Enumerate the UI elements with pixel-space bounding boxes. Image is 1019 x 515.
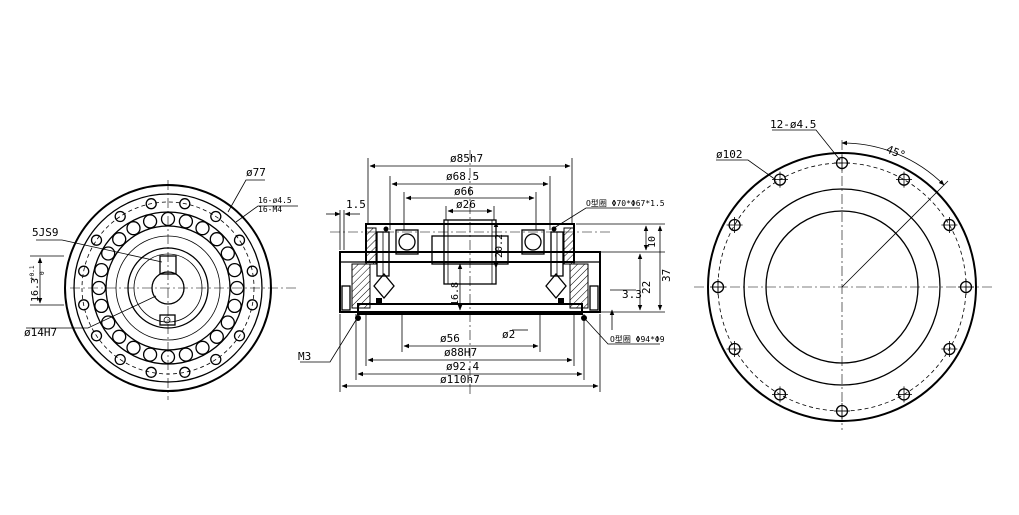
right-dia-label: ø102 xyxy=(716,148,743,161)
bolt-hole xyxy=(90,234,103,246)
bolt-hole xyxy=(246,299,258,311)
dim-d88: ø88H7 xyxy=(444,346,477,359)
roller xyxy=(178,214,194,229)
roller xyxy=(227,298,242,314)
middle-section-view: ø85h7 ø68.5 ø66 ø26 1.5 O型圈 Φ70*Φ67*1.5 … xyxy=(298,150,673,395)
bolt-hole xyxy=(145,198,157,210)
roller xyxy=(229,280,245,296)
roller xyxy=(142,347,158,362)
bolt-hole xyxy=(179,198,191,210)
dim-h202: 20.2 xyxy=(494,234,505,258)
m3-label: M3 xyxy=(298,350,311,363)
right-holes-label: 12-ø4.5 xyxy=(770,118,816,131)
key-tol-lower: 0 xyxy=(39,271,46,275)
oring-top-label: O型圈 Φ70*Φ67*1.5 xyxy=(586,199,665,208)
roller xyxy=(160,349,176,365)
dim-w15: 1.5 xyxy=(346,198,366,211)
bolt-hole xyxy=(78,299,90,311)
roller xyxy=(101,315,116,330)
bolt-hole xyxy=(78,265,90,277)
dim-d924: ø92.4 xyxy=(446,360,479,373)
bore-label: ø14H7 xyxy=(24,326,57,339)
bolt-hole xyxy=(233,330,246,342)
dim-d68: ø68.5 xyxy=(446,170,479,183)
dim-d56: ø56 xyxy=(440,332,460,345)
roller xyxy=(91,280,107,296)
dim-h33: 3.3 xyxy=(622,288,642,301)
dim-h37: 37 xyxy=(660,269,673,282)
roller xyxy=(101,246,116,261)
roller xyxy=(94,262,109,278)
roller xyxy=(126,221,141,236)
bolt-hole xyxy=(210,210,222,223)
bolt-hole xyxy=(114,353,126,366)
bolt-hole xyxy=(246,265,258,277)
roller xyxy=(227,262,242,278)
roller xyxy=(195,340,210,355)
oring-bottom-label: O型圈 Φ94*Φ9 xyxy=(610,335,665,344)
dim-h168: 16.8 xyxy=(450,282,461,306)
roller xyxy=(112,232,127,247)
dim-d110: ø110h7 xyxy=(440,373,480,386)
roller xyxy=(126,340,141,355)
bolt-hole xyxy=(114,210,126,223)
roller xyxy=(209,232,224,247)
dim-h10: 10 xyxy=(647,236,658,248)
angle-label: 45° xyxy=(884,143,907,162)
roller xyxy=(94,298,109,314)
bolt-hole xyxy=(145,366,157,378)
roller xyxy=(112,329,127,344)
roller xyxy=(220,246,235,261)
dim-d26: ø26 xyxy=(456,198,476,211)
dim-h22: 22 xyxy=(640,281,653,294)
holes-b-label: 16-M4 xyxy=(258,205,282,214)
left-front-view: ø77 16-ø4.5 16-M4 5JS9 16.3 +0.1 0 ø14H7 xyxy=(24,166,298,400)
roller xyxy=(142,214,158,229)
bolt-hole xyxy=(90,330,103,342)
dim-d85: ø85h7 xyxy=(450,152,483,165)
key-tol-upper: +0.1 xyxy=(29,265,36,280)
bolt-hole xyxy=(210,353,222,366)
dim-d2: ø2 xyxy=(502,328,515,341)
roller xyxy=(195,221,210,236)
outer-dia-label: ø77 xyxy=(246,166,266,179)
keyway-label: 5JS9 xyxy=(32,226,59,239)
roller xyxy=(160,211,176,227)
key-depth-label: 16.3 xyxy=(30,278,41,302)
right-rear-view: 45° 12-ø4.5 ø102 xyxy=(694,118,994,430)
holes-a-label: 16-ø4.5 xyxy=(258,196,292,205)
roller xyxy=(209,329,224,344)
bolt-hole xyxy=(233,234,246,246)
roller xyxy=(220,315,235,330)
roller xyxy=(178,347,194,362)
bolt-hole xyxy=(179,366,191,378)
dim-d66: ø66 xyxy=(454,185,474,198)
